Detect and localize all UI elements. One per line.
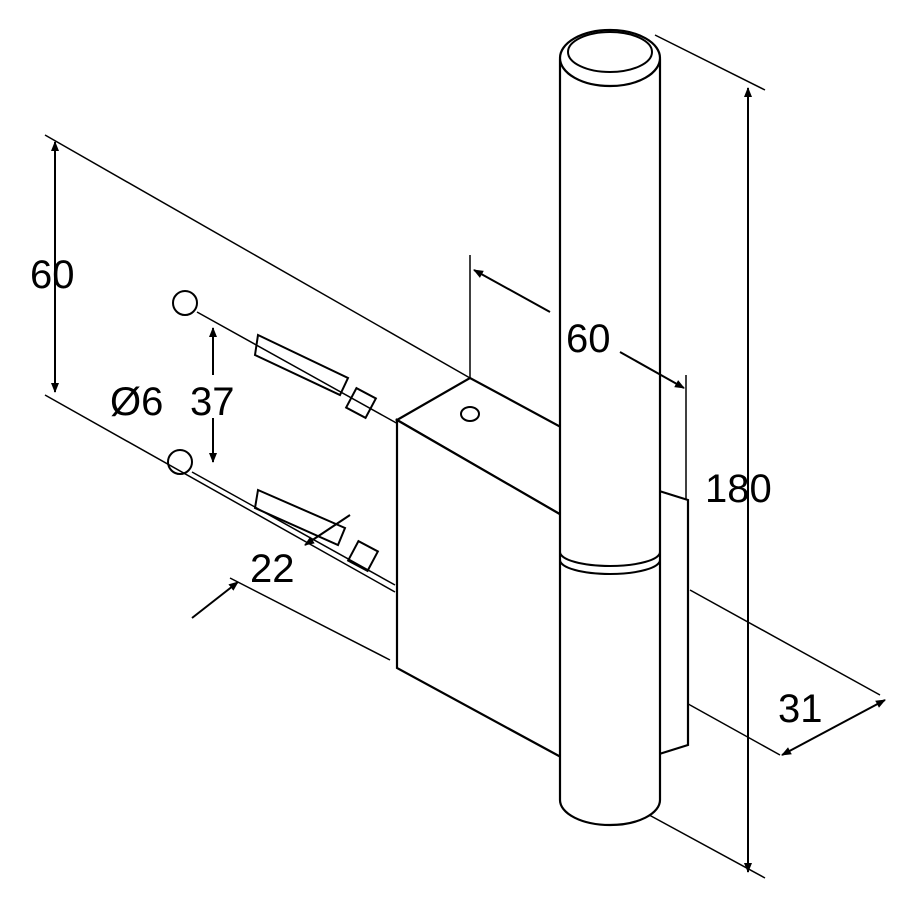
- dim-plate-width: 60: [566, 317, 611, 361]
- lower-dowel: [167, 449, 396, 586]
- dim-hole-spacing: 37: [190, 380, 235, 424]
- dim-hole-diameter: Ø6: [110, 380, 163, 424]
- hinge-pin: [558, 28, 662, 827]
- hinge-plate: [394, 376, 572, 764]
- upper-dowel: [172, 290, 401, 426]
- dimension-lines: [51, 87, 886, 873]
- dim-total-height: 180: [705, 467, 772, 511]
- dim-offset: 22: [250, 547, 295, 591]
- dim-plate-height: 60: [30, 253, 75, 297]
- dim-depth: 31: [778, 687, 823, 731]
